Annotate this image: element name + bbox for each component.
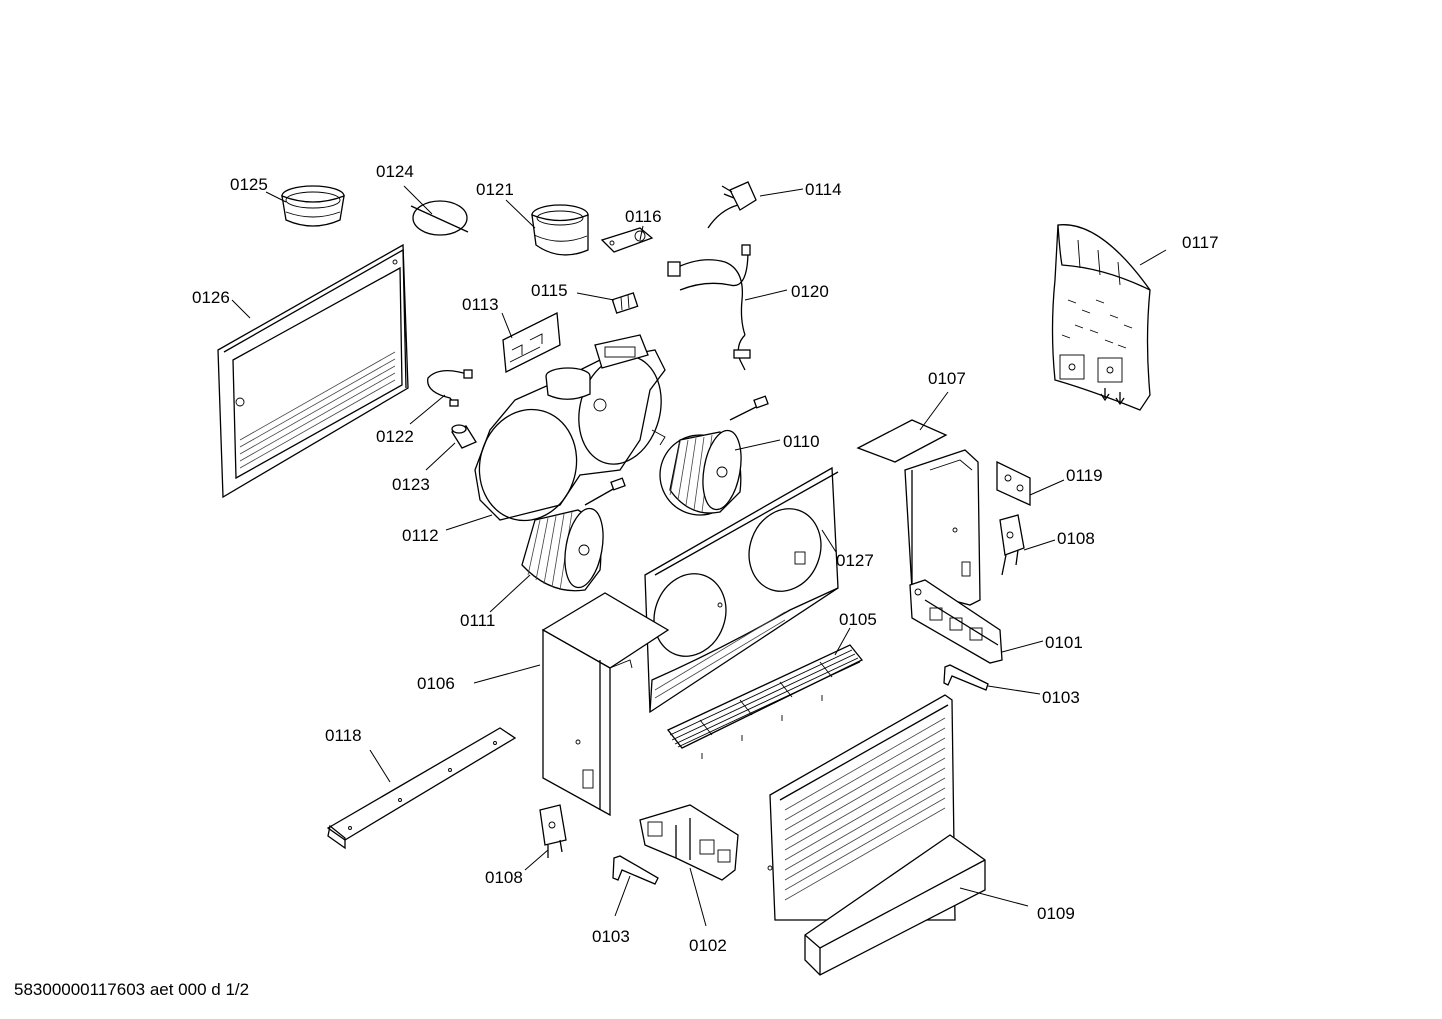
label-0118: 0118 — [325, 726, 362, 745]
label-0126: 0126 — [192, 288, 230, 307]
label-0124: 0124 — [376, 162, 414, 181]
part-0111-fan-impeller — [521, 477, 626, 592]
label-0115: 0115 — [531, 281, 568, 300]
label-0108-lower: 0108 — [485, 868, 523, 887]
part-0115-terminal-block — [611, 292, 639, 314]
leader-lines — [231, 185, 1167, 927]
part-0126-rear-panel — [217, 243, 409, 499]
part-0107-mounting-bracket — [856, 419, 981, 606]
part-0114-mains-cable — [707, 181, 757, 229]
label-0108: 0108 — [1057, 529, 1095, 548]
label-0113: 0113 — [462, 295, 499, 314]
part-0106-side-bracket — [541, 592, 670, 817]
label-0102: 0102 — [689, 936, 727, 955]
label-0121: 0121 — [476, 180, 514, 199]
part-0119-fixing-plate — [996, 460, 1031, 507]
label-0101: 0101 — [1045, 633, 1083, 652]
part-0123-capacitor — [451, 424, 477, 449]
label-0103-lower: 0103 — [592, 927, 630, 946]
part-0103-lever-lower — [612, 855, 659, 885]
label-0106: 0106 — [417, 674, 455, 693]
part-0127-fan-cover-plate — [644, 466, 839, 714]
label-0110: 0110 — [783, 432, 820, 451]
label-0109: 0109 — [1037, 904, 1075, 923]
part-0109-front-panel — [767, 694, 986, 976]
label-0114: 0114 — [805, 180, 842, 199]
label-0103: 0103 — [1042, 688, 1080, 707]
part-0122-sensor-wire — [427, 369, 473, 407]
label-0116: 0116 — [625, 207, 662, 226]
part-0125-duct-collar — [281, 185, 345, 227]
label-0117: 0117 — [1182, 233, 1219, 252]
part-0103-lever-upper — [943, 664, 989, 691]
part-0113-control-pcb — [502, 311, 561, 374]
part-0105-grease-filter-grid — [666, 644, 864, 759]
label-0123: 0123 — [392, 475, 430, 494]
label-0127: 0127 — [836, 551, 874, 570]
callout-labels: 0125 0124 0121 0116 0114 0117 0126 0115 … — [192, 162, 1219, 955]
part-0110-fan-impeller — [659, 395, 769, 516]
part-0124-backdraft-flap — [410, 200, 469, 236]
part-0118-trim-strip — [326, 727, 517, 850]
part-0108-microswitch-lower — [539, 804, 567, 858]
part-0121-outlet-spigot — [531, 204, 589, 256]
label-0107: 0107 — [928, 369, 966, 388]
label-0120: 0120 — [791, 282, 829, 301]
label-0122: 0122 — [376, 427, 414, 446]
label-0111: 0111 — [460, 611, 495, 630]
part-0112-blower-housing — [474, 334, 666, 522]
label-0119: 0119 — [1066, 466, 1103, 485]
part-0117-fixings-bag — [1051, 224, 1151, 411]
part-0101-switch-housing — [909, 579, 1003, 664]
label-0112: 0112 — [402, 526, 439, 545]
part-0108-microswitch-upper — [999, 514, 1025, 576]
drawing-reference-footer: 58300000117603 aet 000 d 1/2 — [14, 980, 250, 999]
label-0105: 0105 — [839, 610, 877, 629]
part-0120-wiring-harness — [667, 244, 751, 371]
label-0125: 0125 — [230, 175, 268, 194]
part-0102-switch-housing — [639, 804, 739, 881]
part-0116-connector-board — [600, 227, 654, 253]
